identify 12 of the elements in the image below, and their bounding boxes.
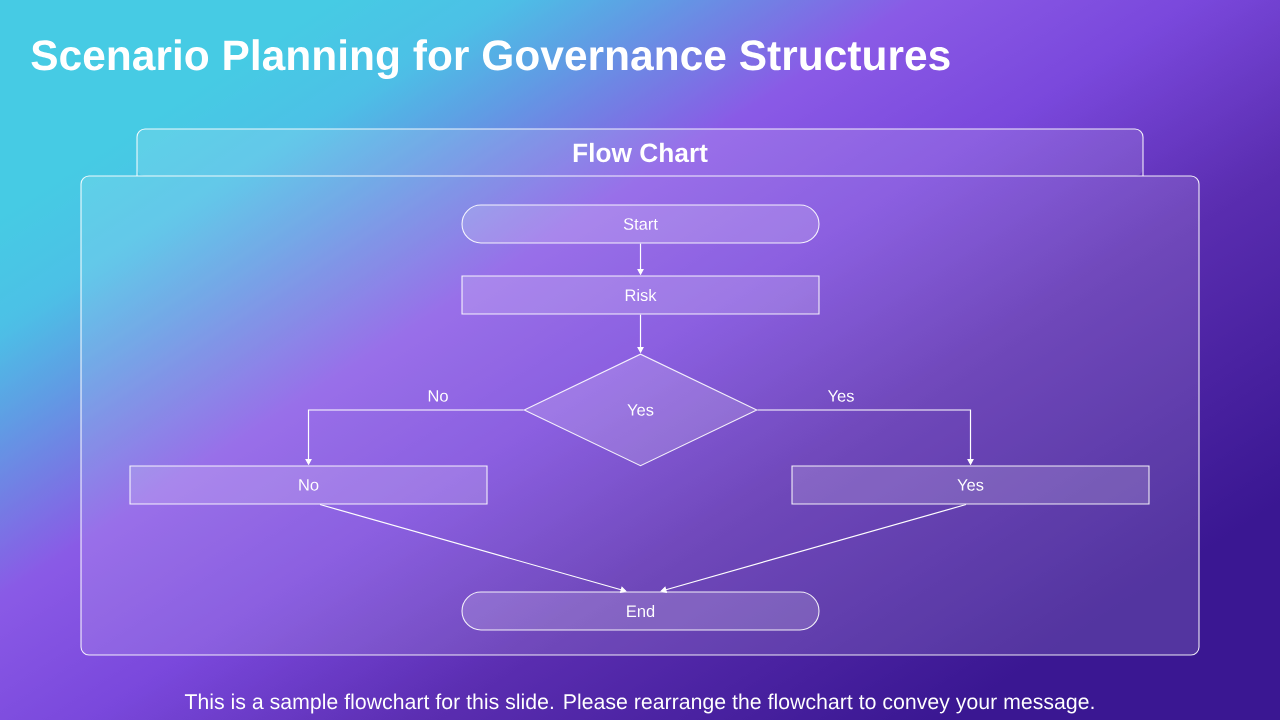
caption: This is a sample flowchart for this slide. Please rearrange the flowchart to convey your message. xyxy=(184,693,1094,714)
arrow xyxy=(319,503,627,593)
rounded-box: Start xyxy=(461,204,820,244)
tab-header: Flow Chart xyxy=(136,128,1144,177)
edge-label: Yes xyxy=(827,390,854,402)
process-box: No xyxy=(129,465,488,505)
arrow xyxy=(660,503,967,593)
title: Scenario Planning for Governance Structures xyxy=(31,39,950,79)
rounded-box: End xyxy=(461,591,820,631)
edge-label: No xyxy=(428,390,448,402)
process-box: Yes xyxy=(791,465,1150,505)
process-box: Risk xyxy=(461,275,820,315)
